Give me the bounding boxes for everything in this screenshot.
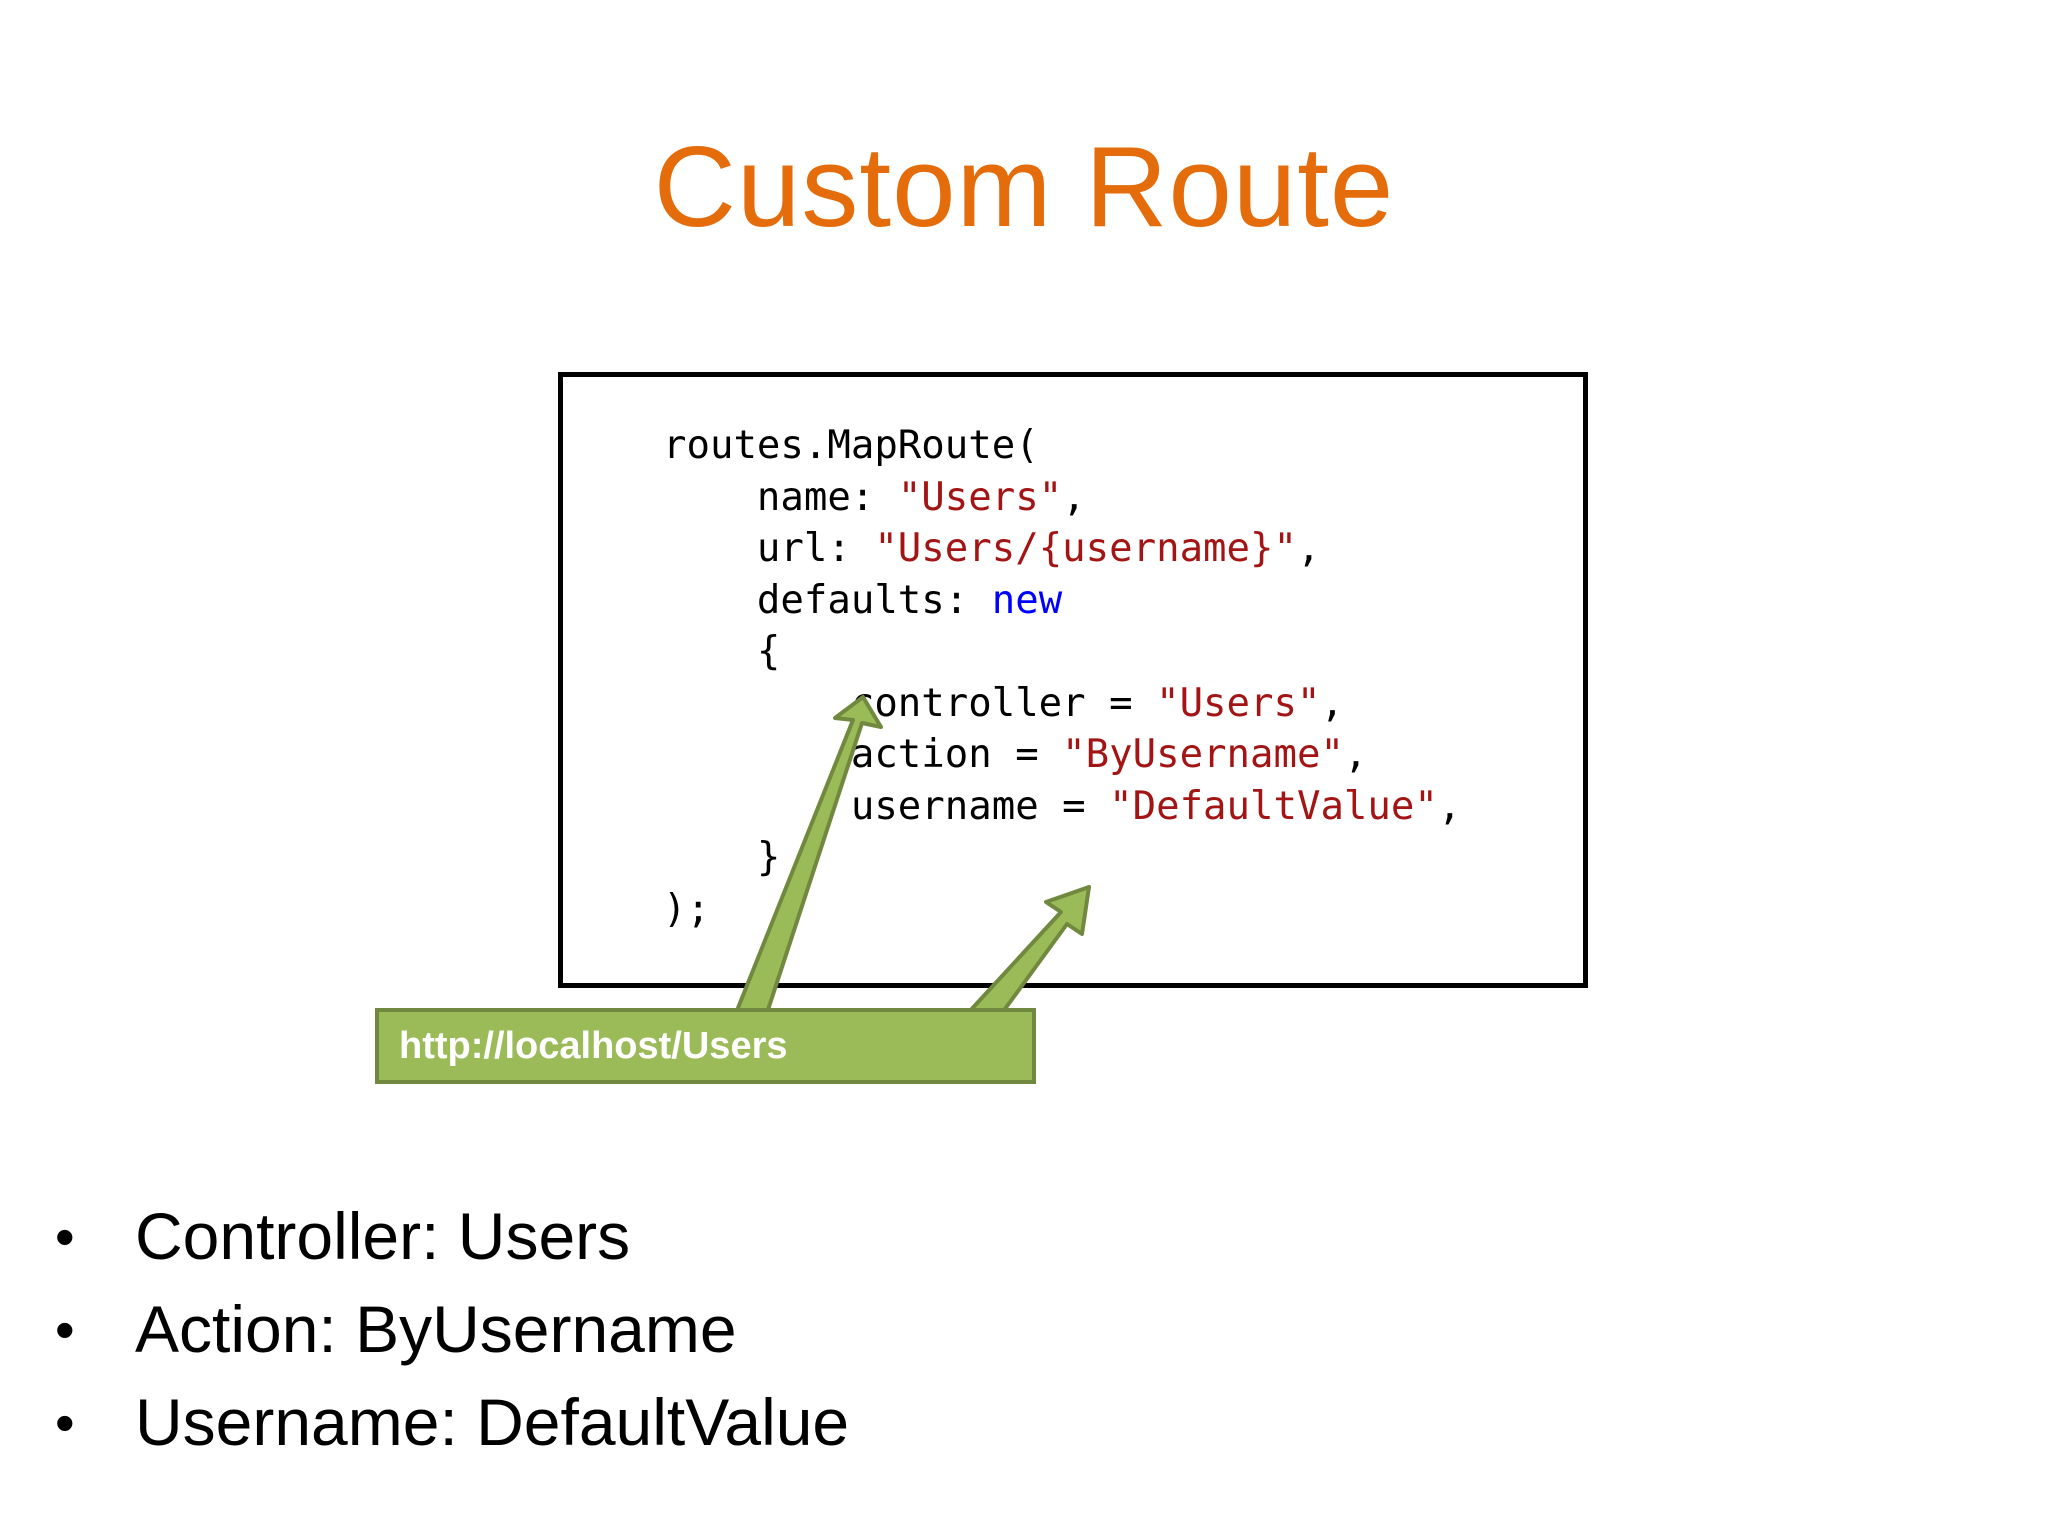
- slide-title: Custom Route: [653, 124, 1395, 251]
- bullet-dot-icon: •: [55, 1298, 75, 1361]
- code-text: controller =: [663, 680, 1157, 726]
- code-line: url: "Users/{username}",: [663, 523, 1461, 575]
- code-line: name: "Users",: [663, 472, 1461, 524]
- bullet-list: • Controller: Users • Action: ByUsername •…: [55, 1190, 849, 1469]
- code-text: defaults:: [663, 577, 992, 623]
- bullet-dot-icon: •: [55, 1391, 75, 1454]
- code-text: ,: [1437, 783, 1462, 829]
- bullet-dot-icon: •: [55, 1205, 75, 1268]
- code-text: url:: [663, 526, 875, 571]
- bullet-item: • Username: DefaultValue: [55, 1376, 849, 1469]
- bullet-text: Controller: Users: [135, 1199, 631, 1273]
- code-string: "Users": [897, 474, 1063, 520]
- code-line: action = "ByUsername",: [663, 729, 1461, 781]
- code-text: {: [663, 629, 781, 674]
- code-line: controller = "Users",: [663, 678, 1461, 730]
- code-line: defaults: new: [663, 575, 1461, 627]
- code-text: ,: [1343, 732, 1368, 777]
- code-text: ,: [1320, 680, 1344, 726]
- code-line: username = "DefaultValue",: [663, 781, 1462, 833]
- code-keyword: new: [991, 577, 1063, 623]
- code-text: ,: [1062, 474, 1086, 520]
- code-text: username =: [663, 783, 1110, 829]
- code-text: ,: [1296, 526, 1321, 571]
- code-string: "Users": [1156, 680, 1321, 726]
- code-string: "DefaultValue": [1109, 783, 1438, 829]
- code-string: "ByUsername": [1062, 732, 1344, 777]
- url-callout: http://localhost/Users: [375, 1008, 1036, 1084]
- code-line: }: [663, 832, 1461, 884]
- code-line: routes.MapRoute(: [663, 420, 1461, 472]
- code-line: {: [663, 626, 1461, 678]
- bullet-text: Username: DefaultValue: [135, 1385, 850, 1459]
- code-text: );: [663, 886, 710, 932]
- bullet-text: Action: ByUsername: [135, 1292, 737, 1366]
- bullet-item: • Controller: Users: [55, 1190, 849, 1283]
- bullet-item: • Action: ByUsername: [55, 1283, 849, 1376]
- code-text: }: [663, 835, 781, 880]
- code-string: "Users/{username}": [874, 526, 1297, 571]
- code-text: routes.MapRoute(: [663, 423, 1039, 468]
- code-block: routes.MapRoute( name: "Users", url: "Us…: [663, 420, 1461, 935]
- code-text: action =: [663, 732, 1063, 777]
- code-line: );: [663, 884, 1461, 936]
- code-text: name:: [663, 474, 898, 520]
